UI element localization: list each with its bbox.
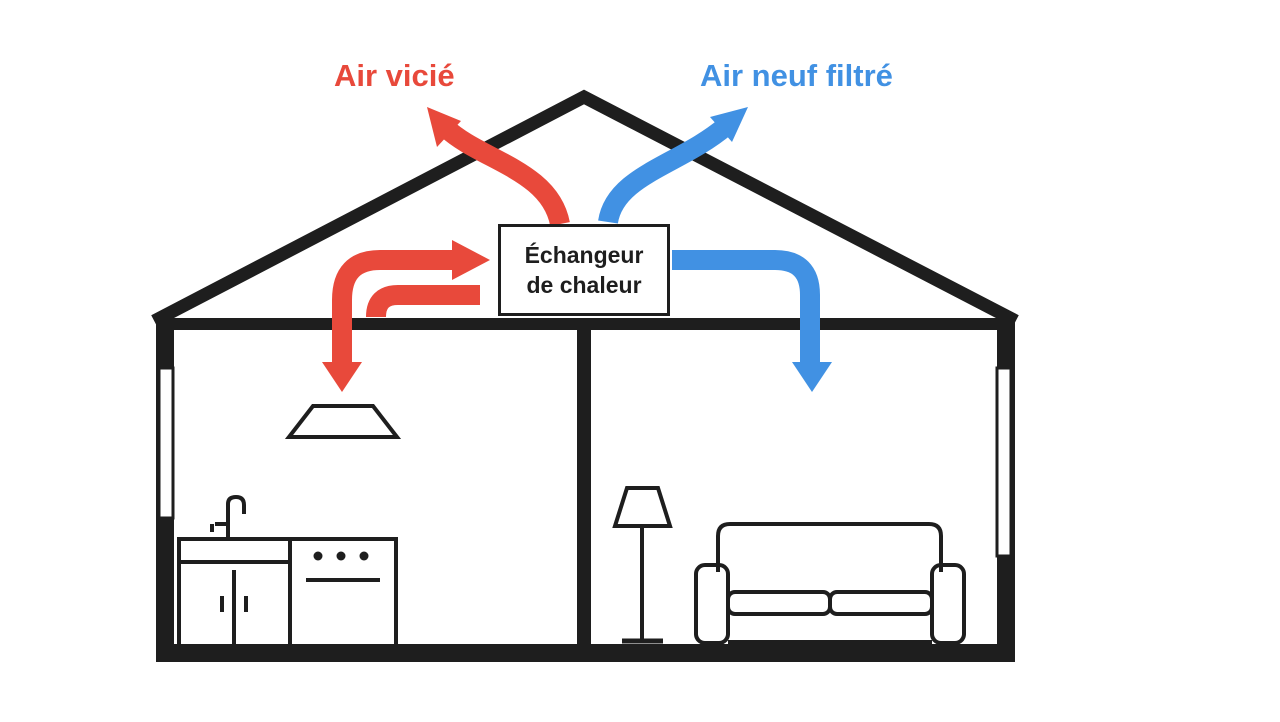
fresh-intake-arrow [598,118,733,225]
range-hood-icon [284,404,402,439]
heat-exchanger-box: Échangeur de chaleur [498,224,670,316]
sofa-arm-left [694,563,730,645]
house [151,89,1019,662]
floor-lamp-shade-icon [612,486,673,528]
window-right [995,366,1013,558]
stove-knob [313,551,323,561]
fresh-intake-arrowhead [710,107,748,142]
windows [157,366,1013,558]
exhaust-air-flow [322,107,570,392]
living-supply-duct [672,250,820,365]
sofa-cushion-left [726,590,832,616]
exhaust-air-label: Air vicié [334,58,455,93]
sink-counter [177,537,292,564]
exhaust-outlet-arrow [439,120,570,227]
living-room [612,486,966,645]
fresh-air-flow [598,107,832,392]
roof [151,89,1019,327]
window-left [157,366,175,520]
stove-knob [336,551,346,561]
sofa-backrest-icon [716,522,943,572]
stove-knob [359,551,369,561]
fresh-air-label: Air neuf filtré [700,58,893,93]
exchanger-in-arrowhead [452,240,490,280]
kitchen-extract-duct [366,285,480,318]
heat-exchanger-label-line2: de chaleur [526,272,642,298]
kitchen [177,404,402,648]
heat-exchanger-label-line1: Échangeur [524,242,644,268]
kitchen-supply-loop [332,250,465,366]
exhaust-outlet-arrowhead [427,107,461,147]
kitchen-down-arrowhead [322,362,362,392]
sofa-cushion-right [828,590,934,616]
stove [288,537,398,648]
stove-knobs [313,551,369,561]
faucet-icon [210,494,246,540]
sofa-arm-right [930,563,966,645]
living-down-arrowhead [792,362,832,392]
